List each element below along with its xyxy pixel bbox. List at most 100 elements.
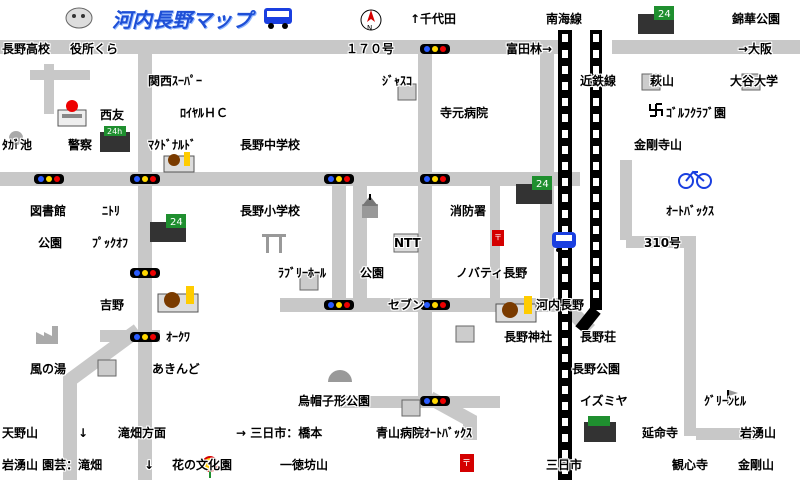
kintetsu-railway	[575, 30, 602, 334]
rail-tie	[562, 322, 568, 330]
label-kaze-yu: 風の湯	[30, 362, 67, 376]
rail-tie	[562, 258, 568, 266]
convenience-store-icon[interactable]: 24h	[98, 124, 132, 154]
rail-tie	[562, 98, 568, 106]
nankai-railway	[558, 30, 572, 480]
label-autobarrs: ｵｰﾄﾊﾞｯｸｽ	[666, 204, 715, 218]
building-icon	[400, 398, 422, 418]
traffic-signal	[130, 174, 166, 186]
label-koen1: 公園	[38, 236, 63, 250]
building-icon	[640, 72, 662, 92]
fast-food-icon[interactable]	[494, 292, 540, 326]
label-eboshi: 烏帽子形公園	[298, 394, 371, 408]
label-nagano-jhs: 長野中学校	[240, 138, 301, 152]
rail-tie	[562, 226, 568, 234]
rail-tie	[562, 386, 568, 394]
rail-tie	[562, 130, 568, 138]
rail-tie	[562, 66, 568, 74]
rail-tie	[562, 354, 568, 362]
convenience-store-icon[interactable]	[582, 414, 618, 444]
label-golf: ｺﾞﾙﾌｸﾗﾌﾞ園	[666, 106, 727, 120]
label-puku: ﾌﾟｯｸｵﾌ	[92, 236, 129, 250]
label-ryusuke: 錦華公園	[732, 12, 781, 26]
rail-tie	[593, 130, 599, 138]
label-jusco: ｼﾞｬｽｺ	[382, 74, 413, 88]
torii-icon	[260, 230, 288, 254]
convenience-store-icon[interactable]: 24	[514, 174, 554, 206]
church-icon	[358, 194, 382, 220]
flower-icon	[200, 456, 220, 478]
rail-tie	[562, 114, 568, 122]
rail-tie	[562, 210, 568, 218]
convenience-store-icon[interactable]: 24	[636, 4, 676, 36]
bus-icon[interactable]	[262, 6, 294, 30]
label-mcd: ﾏｸﾄﾞﾅﾙﾄﾞ	[148, 138, 197, 152]
rail-tie	[593, 114, 599, 122]
road-ne	[740, 40, 752, 54]
building-icon	[392, 230, 420, 254]
rail-tie	[562, 194, 568, 202]
factory-icon	[34, 322, 68, 346]
tree-icon	[6, 130, 26, 150]
building-icon	[740, 72, 762, 92]
rail-tie	[562, 290, 568, 298]
rail-tie	[593, 210, 599, 218]
label-kanshinji: 観心寺	[672, 458, 709, 472]
svg-text:〒: 〒	[494, 233, 502, 242]
label-mikka-hashimoto: → 三日市：橋本	[236, 426, 323, 440]
convenience-store-icon[interactable]: 24	[148, 212, 188, 244]
post-office-icon[interactable]: 〒	[458, 452, 476, 474]
train-icon[interactable]	[548, 228, 580, 254]
fast-food-icon[interactable]	[156, 282, 202, 316]
fast-food-icon[interactable]	[162, 146, 196, 176]
swastika-icon	[646, 100, 666, 120]
svg-text:〒: 〒	[462, 459, 471, 469]
road-to-osaka	[612, 40, 800, 54]
label-nagano-es: 長野小学校	[240, 204, 301, 218]
label-rt170: １７０号	[346, 42, 395, 56]
traffic-signal	[130, 268, 166, 280]
road-mid	[332, 186, 346, 298]
post-office-icon[interactable]: 〒	[490, 228, 506, 248]
road-west-main	[138, 54, 152, 480]
rail-tie	[562, 34, 568, 42]
svg-text:24: 24	[536, 179, 549, 190]
rail-tie	[593, 178, 599, 186]
traffic-signal	[420, 300, 456, 312]
svg-text:24: 24	[658, 9, 671, 20]
rail-tie	[562, 338, 568, 346]
road-170	[0, 40, 560, 54]
traffic-signal	[420, 174, 456, 186]
label-hana-bunka: 花の文化園	[172, 458, 233, 472]
building-icon	[396, 82, 418, 102]
label-nagano-hs: 長野高校	[2, 42, 51, 56]
label-kintetsu: 近鉄線	[580, 74, 617, 88]
bicycle-icon	[678, 166, 712, 190]
rail-tie	[562, 370, 568, 378]
svg-text:24: 24	[170, 217, 183, 228]
label-nankai: 南海線	[546, 12, 583, 26]
rail-tie	[593, 146, 599, 154]
rail-tie	[593, 82, 599, 90]
traffic-signal	[130, 332, 166, 344]
label-senda: ↑千代田	[410, 12, 457, 26]
rail-tie	[562, 162, 568, 170]
building-icon	[454, 324, 476, 344]
road-station-h	[30, 70, 90, 80]
rail-tie	[593, 194, 599, 202]
rail-tie	[562, 178, 568, 186]
rail-tie	[562, 306, 568, 314]
label-ittoku: 一徳坊山	[280, 458, 329, 472]
label-golfhill: ｸﾞﾘｰﾝﾋﾙ	[704, 394, 747, 408]
label-novaty: ノバティ長野	[456, 266, 528, 280]
road-310c	[684, 236, 696, 436]
police-icon[interactable]	[56, 98, 88, 128]
label-lovely: ﾗﾌﾞﾘｰﾎｰﾙ	[278, 266, 327, 280]
label-ntt: NTT	[394, 236, 421, 250]
map-title: 河内長野マップ	[112, 8, 252, 32]
flag-icon	[724, 388, 740, 404]
svg-text:N: N	[367, 24, 372, 32]
label-kongoji: 金剛寺山	[634, 138, 683, 152]
traffic-signal	[324, 174, 360, 186]
